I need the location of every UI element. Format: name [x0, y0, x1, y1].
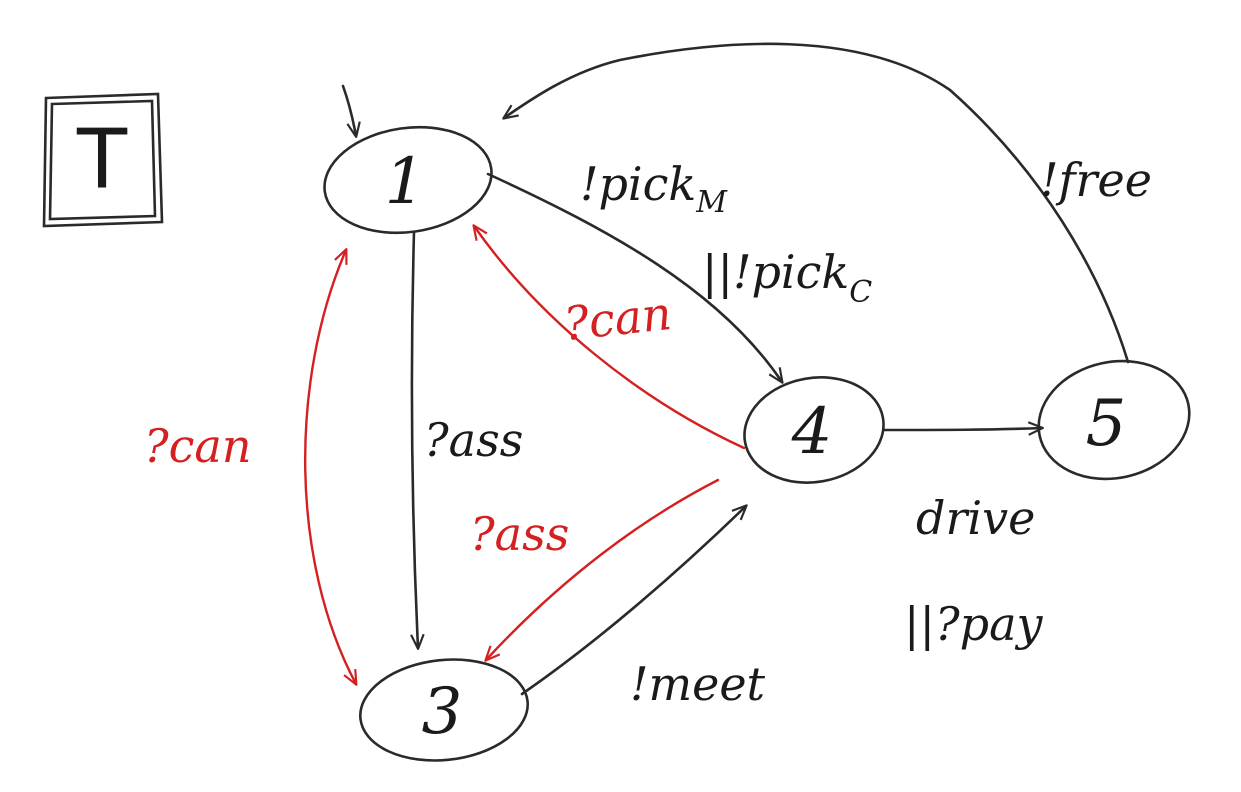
label-pick-c: ||!pick: [702, 245, 849, 299]
label-pick-c-sub: C: [849, 275, 872, 310]
label-red-can-upper: ?can: [562, 286, 675, 351]
label-red-ass: ?ass: [470, 507, 569, 561]
label-drive: drive: [916, 491, 1035, 545]
edge-3-to-4: [520, 504, 748, 696]
title-letter: T: [76, 113, 128, 208]
label-meet: !meet: [630, 657, 766, 711]
svg-text:!pickM: !pickM: [580, 157, 728, 220]
state-5-label: 5: [1086, 387, 1127, 461]
label-red-can-left: ?can: [144, 419, 251, 473]
edge-4-to-5: [882, 421, 1044, 436]
edge-1-to-4: [486, 172, 784, 384]
label-pick-m-sub: M: [695, 185, 728, 220]
state-4-label: 4: [791, 395, 833, 469]
edge-1-to-3: [410, 230, 425, 650]
state-3-label: 3: [422, 675, 463, 749]
state-1-label: 1: [385, 145, 426, 219]
state-3: 3: [358, 658, 530, 762]
label-edge-1-4: !pickM ||!pickC: [580, 157, 872, 310]
title-box: T: [42, 92, 164, 228]
edge-red-3-1: [304, 248, 358, 686]
label-pay: ||?pay: [904, 597, 1044, 651]
edge-red-4-1: [472, 224, 746, 450]
edge-5-to-1: [502, 42, 1130, 364]
svg-text:||!pickC: ||!pickC: [702, 245, 872, 310]
label-free: !free: [1040, 153, 1152, 207]
state-5: 5: [1037, 359, 1191, 481]
state-4: 4: [743, 376, 885, 484]
edge-red-4-3: [484, 478, 720, 662]
state-1: 1: [323, 125, 493, 235]
initial-arrow: [341, 84, 361, 138]
label-pick-m: !pick: [580, 157, 696, 211]
label-ass: ?ass: [424, 413, 523, 467]
